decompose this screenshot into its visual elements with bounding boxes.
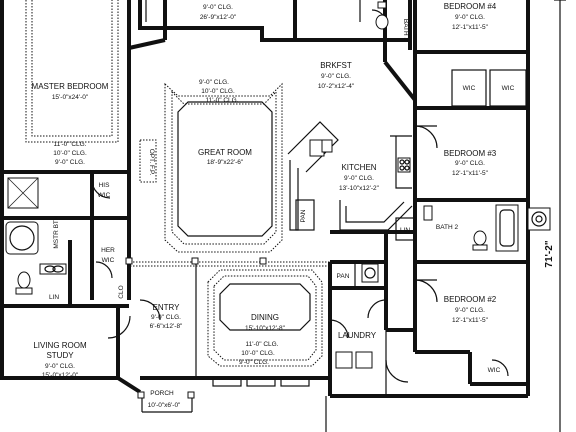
bath3-label: BATH 3 [402,19,409,42]
bedroom2-label: BEDROOM #2 [444,295,497,304]
brkfst-size: 10'-2"x12'-4" [318,83,355,90]
bath-fixtures [5,1,551,369]
living-room-line1: LIVING ROOM [33,341,87,350]
dining-clg3: 9'-0" CLG. [239,359,269,366]
bedroom4-label: BEDROOM #4 [444,2,497,11]
living-room-ceiling: 9'-0" CLG. [45,363,75,370]
brkfst-label: BRKFST [320,61,352,70]
bedroom4-ceiling: 9'-0" CLG. [455,14,485,21]
kitchen-size: 13'-10"x12'-2" [339,185,380,192]
his-wic-line2: WIC [98,192,111,199]
wic-b-label: WIC [502,85,515,92]
mstr-bth-label: MSTR BTH [53,215,60,249]
great-room-size: 18'-9"x22'-6" [207,159,244,166]
dimension-line [554,0,566,432]
dining-clg1: 11'-0" CLG. [245,341,278,348]
labels: 9'-0" CLG. 26'-9"x12'-0" BATH 3 BEDROOM … [32,2,555,409]
wic-a-label: WIC [463,85,476,92]
kitchen-ceiling: 9'-0" CLG. [344,175,374,182]
master-bedroom-clg2: 10'-0" CLG. [53,150,87,157]
lin-master-label: LIN [49,294,59,301]
living-room-line2: STUDY [46,351,74,360]
walls [0,0,530,432]
great-room-clg2: 10'-0" CLG. [201,88,235,95]
her-wic-line1: HER [101,247,115,254]
bedroom3-label: BEDROOM #3 [444,149,497,158]
kitchen-label: KITCHEN [341,163,376,172]
his-wic-line1: HIS [99,182,111,189]
bedroom4-size: 12'-1"x11'-5" [452,24,489,31]
entry-size: 6'-6"x12'-8" [150,323,183,330]
bedroom3-ceiling: 9'-0" CLG. [455,160,485,167]
master-bedroom-clg1: 11'-0" CLG. [53,141,86,148]
clo-label: CLO [118,285,125,298]
bedroom2-size: 12'-1"x11'-5" [452,317,489,324]
master-bedroom-label: MASTER BEDROOM [32,82,109,91]
kitchen-pantry-label: PAN [300,209,307,222]
master-bedroom-size: 15'-0"x24'-0" [52,94,89,101]
great-room-clg3: 11'-0" CLG. [205,97,238,104]
laundry-label: LAUNDRY [338,331,377,340]
dining-size: 15'-10"x12'-8" [245,325,286,332]
brkfst-ceiling: 9'-0" CLG. [321,73,351,80]
kitchen-cabinets [287,121,413,231]
entry-ceiling: 9'-0" CLG. [151,314,181,321]
master-bedroom-clg3: 9'-0" CLG. [55,159,85,166]
bedroom2-ceiling: 9'-0" CLG. [455,307,485,314]
entry-label: ENTRY [153,303,181,312]
covered-porch-size: 26'-9"x12'-0" [200,14,237,21]
great-room-label: GREAT ROOM [198,148,252,157]
covered-porch-ceiling: 9'-0" CLG. [203,4,233,11]
overall-depth-dimension: 71'-2" [544,240,555,267]
dining-label: DINING [251,313,279,322]
tray-ceilings [25,0,330,378]
lin-hall-label: LIN [400,227,410,234]
her-wic-line2: WIC [102,257,115,264]
porch-label: PORCH [150,390,174,397]
bedroom3-size: 12'-1"x11'-5" [452,170,489,177]
laundry-pantry-label: PAN [337,273,350,280]
fireplace-label: OPT. F.P. [148,149,155,176]
wic-c-label: WIC [488,367,501,374]
porch-size: 10'-0"x6'-0" [148,402,181,409]
bath2-label: BATH 2 [436,224,459,231]
great-room-clg1: 9'-0" CLG. [199,79,229,86]
living-room-size: 15'-0"x12'-0" [42,372,79,379]
dining-clg2: 10'-0" CLG. [241,350,275,357]
